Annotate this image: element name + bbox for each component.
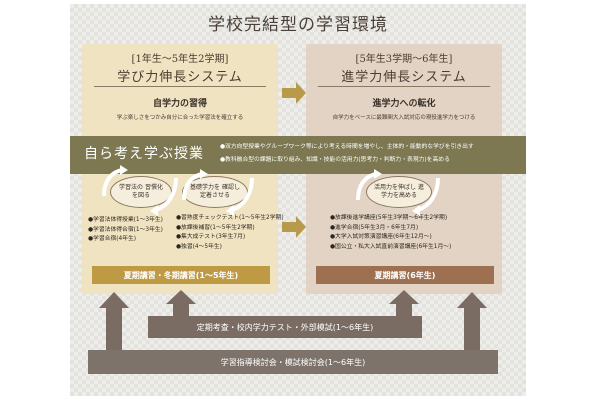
band-item: ●教科融合型の課題に取り組み、知識・技能の活用力(思考力・判断力・表現力)を高め… xyxy=(220,157,450,163)
left-goal-desc: 学ぶ楽しさをつかみ自分に合った学習法を確立する xyxy=(116,115,244,121)
list-item: ●独習(4〜5年生) xyxy=(176,243,222,250)
cycle-arrow-icon xyxy=(102,168,123,197)
right-goal-desc: 自学力をベースに最難関大入試対応の現役進学力をつける xyxy=(332,115,476,121)
cycle-arrow-head-icon xyxy=(412,205,420,216)
band-title: 自ら考え学ぶ授業 xyxy=(84,146,204,162)
assessment-bar: 定期考査・校内学力テスト・外部模試(1〜6年生) xyxy=(148,316,422,338)
cycle-arrow-head-icon xyxy=(120,165,128,175)
left-period: [1年生〜5年生2学期] xyxy=(131,54,229,65)
right-system: 進学力伸長システム xyxy=(341,70,467,85)
list-item: ●放課後補習(1〜5年生2学期) xyxy=(176,224,255,231)
list-item: ●進学合宿(5年生3月・6年生7月) xyxy=(330,224,419,231)
cycle-arrow-icon xyxy=(417,177,440,212)
up-arrow-icon xyxy=(166,290,196,316)
right-list: ●放課後進学講座(5年生3学期〜6年生2学期) ●進学合宿(5年生3月・6年生7… xyxy=(330,214,451,252)
cycle-arrow-head-icon xyxy=(200,169,208,179)
active-learning-band xyxy=(70,136,526,174)
oval-application-text: 活用力を伸ばし 進学力を高める xyxy=(374,184,424,199)
left-goal: 自学力の習得 xyxy=(152,99,207,109)
cycle-arrow-icon xyxy=(356,172,377,201)
list-item: ●大学入試対策演習講座(6年生12月〜) xyxy=(330,234,432,240)
list-item: ●国公立・私大入試直前演習講座(6年生1月〜) xyxy=(330,243,452,250)
review-meeting-bar: 学習指導検討会・模試検討会(1〜6年生) xyxy=(88,350,498,374)
right-arrow-icon xyxy=(282,216,306,238)
cycle-arrow-head-icon xyxy=(226,205,234,216)
oval-basic-skills-text: 基礎学力を 確認し定着させる xyxy=(190,184,240,199)
right-period: [5年生3学期〜6年生] xyxy=(355,54,453,65)
cycle-arrow-head-icon xyxy=(374,169,382,179)
list-item: ●習熟度チェックテスト(1〜5年生2学期) xyxy=(176,215,284,221)
cycle-arrow-head-icon xyxy=(150,205,158,216)
diagram-title: 学校完結型の学習環境 xyxy=(208,15,388,35)
list-item: ●学習合宿(4年生) xyxy=(88,236,137,242)
left-seasonal-courses-bar: 夏期講習・冬期講習(1〜5年生) xyxy=(92,266,270,284)
left-list-2: ●習熟度チェックテスト(1〜5年生2学期) ●放課後補習(1〜5年生2学期) ●… xyxy=(176,214,284,252)
list-item: ●学習法体得授業(1〜3年生) xyxy=(88,217,163,223)
up-arrow-icon xyxy=(457,292,487,350)
up-arrow-icon xyxy=(99,292,129,350)
oval-basic-skills: 基礎学力を 確認し定着させる xyxy=(182,176,248,208)
cycle-arrow-icon xyxy=(155,177,178,212)
right-arrow-icon xyxy=(282,82,306,104)
right-seasonal-courses-bar: 夏期講習(6年生) xyxy=(316,266,494,284)
left-list-1: ●学習法体得授業(1〜3年生) ●学習法体得合宿(1〜3年生) ●学習合宿(4年… xyxy=(88,216,163,245)
left-system: 学び力伸長システム xyxy=(117,70,243,85)
list-item: ●学習法体得合宿(1〜3年生) xyxy=(88,226,163,233)
right-divider xyxy=(318,86,490,87)
right-goal: 進学力への転化 xyxy=(372,99,436,109)
oval-study-habit-text: 学習法の 習慣化を図る xyxy=(119,184,163,199)
left-divider xyxy=(94,86,266,87)
cycle-arrow-icon xyxy=(182,172,203,201)
oval-application: 活用力を伸ばし 進学力を高める xyxy=(366,176,432,208)
band-item: ●双方向型授業やグループワーク等により考える時間を増やし、主体的・能動的な学びを… xyxy=(220,144,474,150)
cycle-arrow-icon xyxy=(231,177,254,212)
oval-study-habit: 学習法の 習慣化を図る xyxy=(110,176,172,208)
list-item: ●集大成テスト(3年生7月) xyxy=(176,234,246,240)
list-item: ●放課後進学講座(5年生3学期〜6年生2学期) xyxy=(330,215,448,221)
band-items: ●双方向型授業やグループワーク等により考える時間を増やし、主体的・能動的な学びを… xyxy=(220,141,474,167)
up-arrow-icon xyxy=(389,290,419,316)
